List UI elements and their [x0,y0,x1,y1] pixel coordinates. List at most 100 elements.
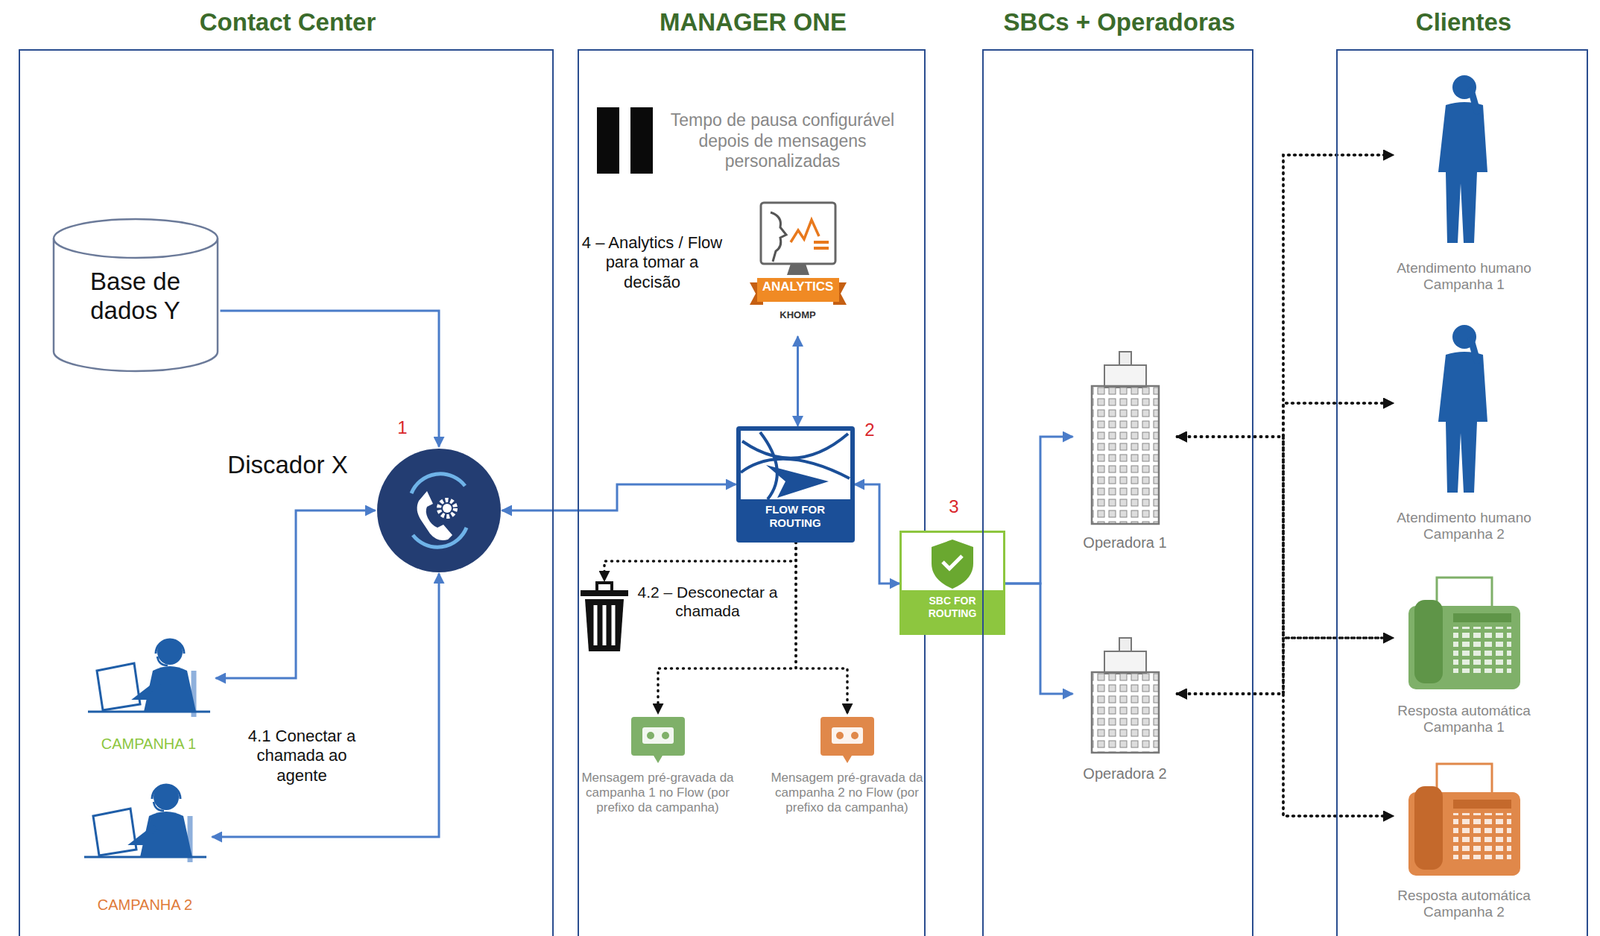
shape-circle [442,503,452,513]
shape-path [766,465,829,498]
dialer-circle-drawing [375,447,503,574]
shape-rect [899,590,1006,635]
shape-rect [1091,386,1159,524]
shape-path [84,855,207,858]
shape-rect [736,426,855,543]
sbc-box: SBC FOR ROUTING [899,530,1006,635]
agent-icon: CAMPANHA 1 [81,629,217,757]
operator-building-drawing [1073,637,1178,787]
shape-path [93,808,137,856]
panel: MANAGER ONEANALYTICSKHOMPFLOW FOR ROUTIN… [577,49,926,936]
node-label: Mensagem pré-gravada da campanha 1 no Fl… [581,770,735,817]
note-text: 4 – Analytics / Flow para tomar a decisã… [581,233,723,293]
client-person-drawing [1393,66,1536,290]
node-label: Operadora 1 [1073,533,1178,552]
shape-path [140,681,160,697]
dotted-connector [1177,155,1394,437]
shape-rect [1453,799,1512,809]
dotted-connector [795,542,848,714]
node-label: Resposta automática Campanha 2 [1393,887,1536,922]
shape-rect [831,727,863,744]
connector-line [1005,583,1074,694]
shape-path [931,539,974,589]
dotted-connector [658,542,796,714]
shape-path [152,784,181,799]
panel: SBCs + OperadorasOperadora 1Operadora 2 [982,49,1254,936]
panel: ClientesAtendimento humano Campanha 1Ate… [1336,49,1589,936]
shape-path [742,433,849,459]
shape-rect [757,277,840,302]
operator-building: Operadora 2 [1073,637,1178,787]
dotted-connector [1177,693,1394,817]
node-label: Operadora 2 [1073,764,1178,783]
shape-rect [813,240,829,244]
dotted-connector [1177,436,1394,638]
column-heading: Contact Center [0,7,578,38]
fax-icon: Resposta automática Campanha 2 [1393,763,1536,917]
shape-path [53,238,218,258]
operator-building-drawing [1073,351,1178,553]
shape-rect [1104,651,1147,674]
shape-rect [760,202,836,264]
analytics-icon: ANALYTICSKHOMP [749,198,847,337]
shape-rect [740,430,851,500]
connector-line [1005,436,1074,584]
shape-path [96,663,141,711]
shape-path [585,599,624,652]
trash-icon-drawing [577,581,632,653]
message-icon: Mensagem pré-gravada da campanha 2 no Fl… [770,713,925,849]
dotted-connector [1177,403,1394,694]
shape-path [942,555,963,569]
shape-path [770,212,787,262]
pause-bar [596,107,620,174]
shape-path [87,710,211,713]
shape-circle [836,731,844,740]
node-label: CAMPANHA 2 [78,895,213,914]
connector-line [854,484,901,584]
client-person: Atendimento humano Campanha 2 [1393,315,1536,540]
agent-icon-drawing [78,775,213,917]
shape-rect [1104,365,1147,388]
dotted-connector [604,542,796,582]
node-label: Discador X [211,450,365,480]
database-cylinder: Base de dados Y [50,216,221,375]
node-label: 4.2 – Desconectar a chamada [637,582,779,621]
shape-path [595,605,614,646]
message-icon: Mensagem pré-gravada da campanha 1 no Fl… [581,713,735,849]
fax-icon: Resposta automática Campanha 1 [1393,577,1536,735]
node-label: Mensagem pré-gravada da campanha 2 no Fl… [770,770,925,817]
dotted-connector [1177,637,1394,694]
shape-path [53,219,218,372]
shape-rect [580,590,629,597]
sbc-box-drawing [899,530,1006,635]
node-label: CAMPANHA 1 [81,734,217,753]
shape-circle [438,500,456,517]
shape-rect [1414,786,1443,870]
shape-rect [642,727,674,744]
column-heading: MANAGER ONE [556,7,950,38]
shape-path [1471,90,1478,112]
column-heading: Clientes [1322,7,1600,38]
shape-path [1438,351,1488,493]
node-label: Resposta automática Campanha 1 [1393,702,1536,738]
dialer-circle: Discador X [375,447,503,574]
shape-rect [1453,626,1512,673]
node-label: FLOW FOR ROUTING [747,503,844,530]
shape-circle [851,731,859,740]
shape-path [136,827,156,843]
operator-building: Operadora 1 [1073,351,1178,553]
shape-path [411,473,466,493]
column-heading: SBCs + Operadoras [953,7,1285,38]
pause-bar [630,107,653,174]
shape-path [157,656,168,666]
shape-path [1471,339,1478,361]
shape-circle [377,448,501,573]
client-person: Atendimento humano Campanha 1 [1393,66,1536,290]
callout-number: 3 [946,496,962,518]
connector-line [220,310,440,448]
panel: Contact CenterBase de dados YDiscador XC… [18,49,554,936]
node-label: Atendimento humano Campanha 1 [1393,260,1536,295]
shape-path [820,716,875,764]
shape-circle [661,731,670,740]
note-text: 4.1 Conectar a chamada ao agente [234,726,369,786]
